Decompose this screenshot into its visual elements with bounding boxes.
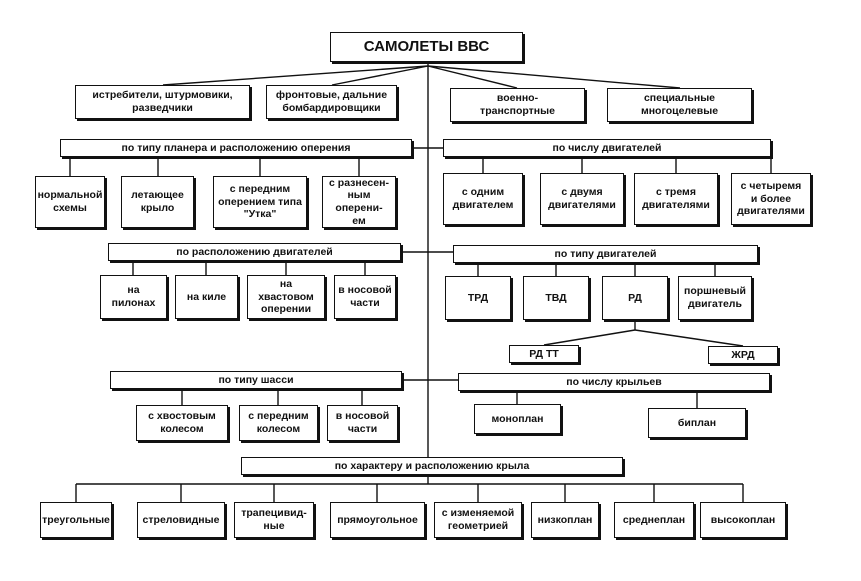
wing-trapezoidal: трапецивид- ные: [234, 502, 314, 538]
connector-line: [162, 65, 429, 86]
engines-four-plus: с четыремя и более двигателями: [731, 173, 811, 225]
rocket-solid-fuel: РД ТТ: [509, 345, 579, 363]
wing-count-biplane: биплан: [648, 408, 746, 438]
engine-type-rocket: РД: [602, 276, 668, 320]
engine-location-nose: в носовой части: [334, 275, 396, 319]
gear-nosewheel: с передним колесом: [239, 405, 318, 441]
connector-line: [543, 329, 636, 346]
header-airframe: по типу планера и расположению оперения: [60, 139, 412, 157]
engine-type-turbojet: ТРД: [445, 276, 511, 320]
category-fighters: истребители, штурмовики, разведчики: [75, 85, 250, 119]
header-wing-count: по числу крыльев: [458, 373, 770, 391]
wing-swept: стреловидные: [137, 502, 225, 538]
header-wing-shape: по характеру и расположению крыла: [241, 457, 623, 475]
header-landing-gear: по типу шасси: [110, 371, 402, 389]
wing-mid: среднеплан: [614, 502, 694, 538]
header-engine-type: по типу двигателей: [453, 245, 758, 263]
root-title: САМОЛЕТЫ ВВС: [330, 32, 523, 62]
wing-count-monoplane: моноплан: [474, 404, 561, 434]
category-special: специальные многоцелевые: [607, 88, 752, 122]
connector-line: [427, 65, 681, 89]
gear-nose-section: в носовой части: [327, 405, 398, 441]
airframe-flying-wing: летающее крыло: [121, 176, 194, 228]
connector-line: [427, 65, 518, 89]
wing-rectangular: прямоугольное: [330, 502, 425, 538]
header-engine-location: по расположению двигателей: [108, 243, 401, 261]
airframe-twin-tail: с разнесен- ным оперени- ем: [322, 176, 396, 228]
category-transport: военно- транспортные: [450, 88, 585, 122]
wing-variable-geometry: с изменяемой геометрией: [434, 502, 522, 538]
connector-line: [331, 65, 429, 86]
gear-tailwheel: с хвостовым колесом: [136, 405, 228, 441]
wing-low: низкоплан: [531, 502, 599, 538]
wing-delta: треугольные: [40, 502, 112, 538]
header-engine-count: по числу двигателей: [443, 139, 771, 157]
engine-type-piston: поршневый двигатель: [678, 276, 752, 320]
connector-line: [634, 329, 744, 347]
category-bombers: фронтовые, дальние бомбардировщики: [266, 85, 397, 119]
rocket-liquid-fuel: ЖРД: [708, 346, 778, 364]
wing-high: высокоплан: [700, 502, 786, 538]
engine-location-fin: на киле: [175, 275, 238, 319]
airframe-canard: с передним оперением типа "Утка": [213, 176, 307, 228]
engine-type-turboprop: ТВД: [523, 276, 589, 320]
engines-two: с двумя двигателями: [540, 173, 624, 225]
airframe-normal: нормальной схемы: [35, 176, 105, 228]
engine-location-pylons: на пилонах: [100, 275, 167, 319]
engine-location-tail: на хвастовом оперении: [247, 275, 325, 319]
engines-three: с тремя двигателями: [634, 173, 718, 225]
engines-one: с одним двигателем: [443, 173, 523, 225]
